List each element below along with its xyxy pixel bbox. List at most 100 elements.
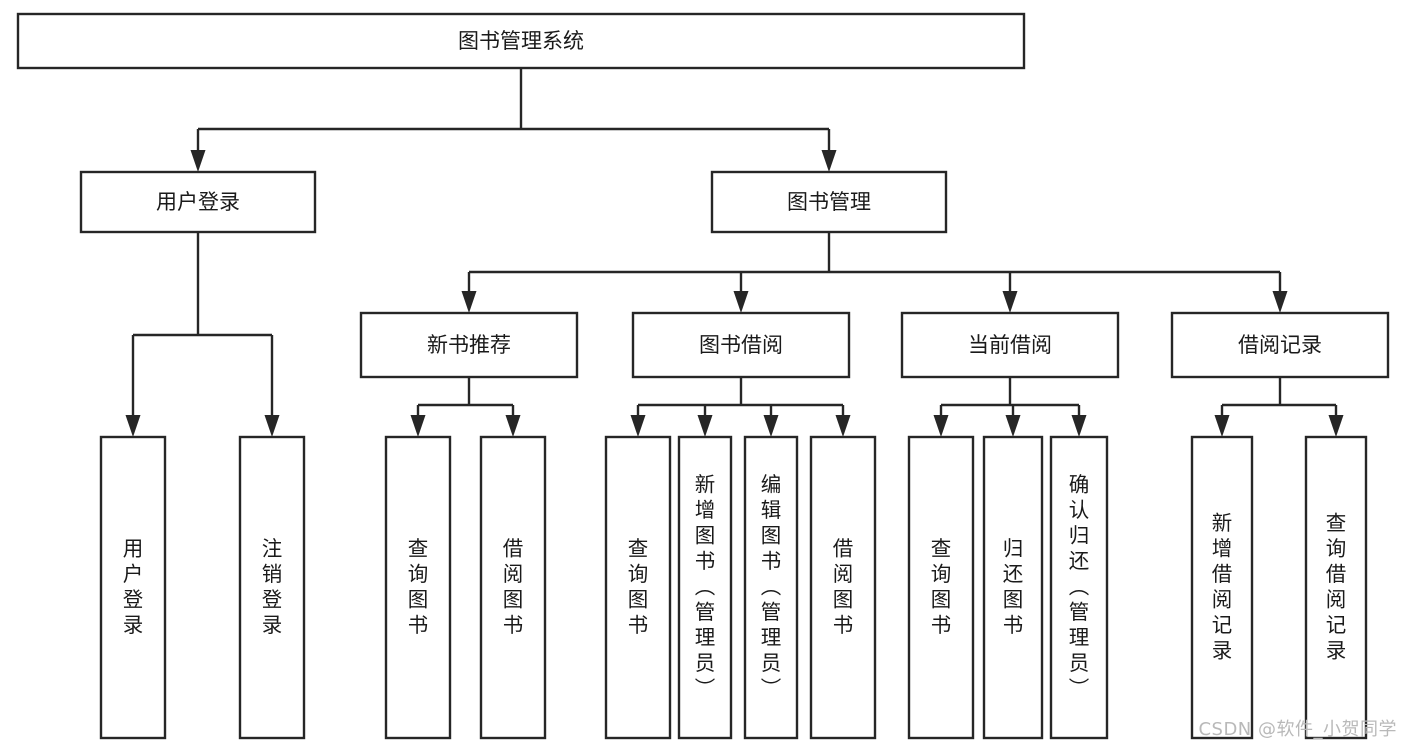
node-label-char: 书	[628, 613, 649, 637]
node-label-char: 询	[1326, 536, 1347, 560]
arrow-down-icon	[461, 291, 477, 313]
root-node-图书管理系统[interactable]: 图书管理系统	[16, 12, 1026, 70]
node-label-char: 还	[1003, 562, 1024, 586]
node-label: 图书管理系统	[458, 29, 584, 53]
arrow-down-icon	[1005, 415, 1021, 437]
node-label-char: 书	[931, 613, 952, 637]
node-label-char: 确	[1069, 473, 1090, 497]
node-label-char: 书	[503, 613, 524, 637]
node-label-char: 录	[123, 613, 144, 637]
node-box	[79, 170, 317, 234]
node-box	[809, 435, 877, 740]
node-label-char: 新	[1212, 511, 1233, 535]
level3-node-借阅记录[interactable]: 借阅记录	[1170, 311, 1390, 379]
level3-node-新书推荐[interactable]: 新书推荐	[359, 311, 579, 379]
level2-node-图书管理[interactable]: 图书管理	[710, 170, 948, 234]
node-label-char: 阅	[1326, 587, 1347, 611]
node-label: 图书管理	[787, 190, 871, 214]
node-label-char: 图	[1003, 587, 1024, 611]
leaf-node-用户登录[interactable]: 用户登录	[99, 435, 167, 740]
level3-node-当前借阅[interactable]: 当前借阅	[900, 311, 1120, 379]
node-label-char: 增	[1212, 536, 1233, 560]
node-box	[982, 435, 1044, 740]
node-label-char: 录	[262, 613, 283, 637]
node-label-char: 管	[761, 600, 782, 624]
arrow-down-icon	[1214, 415, 1230, 437]
arrow-down-icon	[125, 415, 141, 437]
arrow-down-icon	[630, 415, 646, 437]
node-label-char: 销	[262, 562, 283, 586]
node-label-char: ︶	[761, 677, 782, 701]
node-label-char: 增	[695, 498, 716, 522]
arrow-down-icon	[1272, 291, 1288, 313]
node-box	[710, 170, 948, 234]
node-label-char: 图	[408, 587, 429, 611]
node-box	[359, 311, 579, 379]
arrow-down-icon	[763, 415, 779, 437]
node-box	[1049, 435, 1109, 740]
arrow-down-icon	[1328, 415, 1344, 437]
node-label-char: 用	[123, 536, 144, 560]
node-label-char: 阅	[833, 562, 854, 586]
node-label-char: 员	[1069, 651, 1090, 675]
node-label-char: 新	[695, 473, 716, 497]
node-box	[99, 435, 167, 740]
node-label-char: 借	[1212, 562, 1233, 586]
node-label-char: 员	[761, 651, 782, 675]
node-label-char: ︵	[761, 575, 782, 599]
node-label-char: 归	[1069, 524, 1090, 548]
node-box	[631, 311, 851, 379]
node-label-char: 图	[695, 524, 716, 548]
node-label-char: 图	[628, 587, 649, 611]
node-label-char: 书	[408, 613, 429, 637]
node-label: 当前借阅	[968, 333, 1052, 357]
node-box	[1304, 435, 1368, 740]
node-box	[604, 435, 672, 740]
node-label-char: 图	[761, 524, 782, 548]
node-label-char: 询	[628, 562, 649, 586]
node-label: 用户登录	[156, 190, 240, 214]
node-label: 借阅记录	[1238, 333, 1322, 357]
level2-node-用户登录[interactable]: 用户登录	[79, 170, 317, 234]
node-box	[743, 435, 799, 740]
node-label-char: 图	[833, 587, 854, 611]
node-label-char: 借	[833, 536, 854, 560]
node-label-char: 记	[1326, 613, 1347, 637]
node-label-char: 认	[1069, 498, 1090, 522]
node-label-char: 书	[695, 549, 716, 573]
node-label-char: 书	[1003, 613, 1024, 637]
arrow-down-icon	[410, 415, 426, 437]
arrow-down-icon	[1002, 291, 1018, 313]
node-label-char: 录	[1212, 638, 1233, 662]
level3-node-图书借阅[interactable]: 图书借阅	[631, 311, 851, 379]
node-label-char: 录	[1326, 638, 1347, 662]
node-label-char: 阅	[503, 562, 524, 586]
arrow-down-icon	[733, 291, 749, 313]
node-label-char: 理	[1069, 626, 1090, 650]
node-label-char: 户	[123, 562, 144, 586]
node-label-char: 书	[761, 549, 782, 573]
node-label-char: 查	[408, 536, 429, 560]
node-label-char: 归	[1003, 536, 1024, 560]
node-label-char: 注	[262, 536, 283, 560]
node-label-char: 管	[1069, 600, 1090, 624]
node-box	[238, 435, 306, 740]
node-label-char: 编	[761, 473, 782, 497]
arrow-down-icon	[821, 150, 837, 172]
node-box	[384, 435, 452, 740]
arrow-down-icon	[190, 150, 206, 172]
